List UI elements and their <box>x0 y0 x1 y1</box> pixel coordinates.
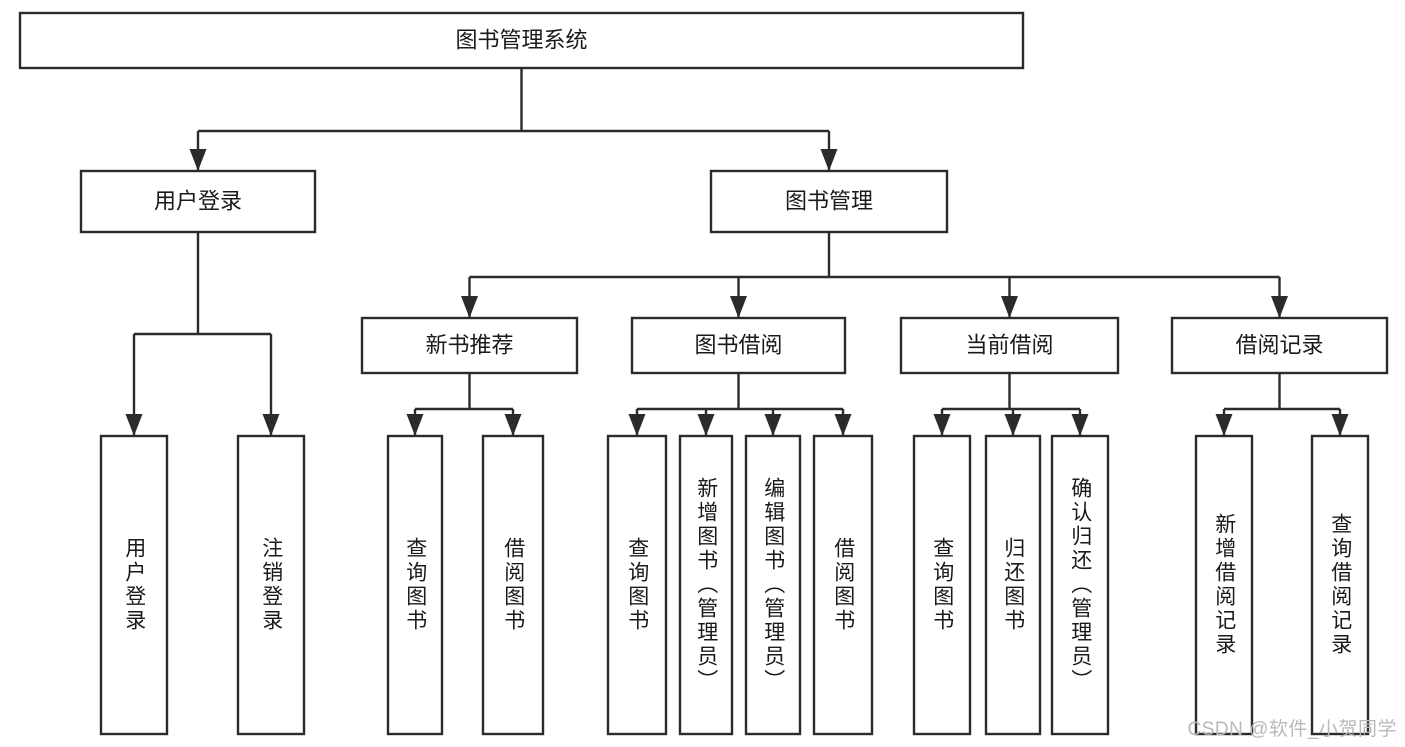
node-box-leaf-12[interactable] <box>1310 434 1370 736</box>
arrow-head-leaf <box>764 414 782 436</box>
arrow-head-leaf <box>1071 414 1089 436</box>
node-box-leaf-3[interactable] <box>481 434 545 736</box>
node-box-level3-1[interactable] <box>630 316 847 375</box>
node-box-leaf-11[interactable] <box>1194 434 1254 736</box>
connector-layer <box>125 68 1349 436</box>
node-box-leaf-1[interactable] <box>236 434 306 736</box>
node-box-leaf-9[interactable] <box>984 434 1042 736</box>
arrow-head-leaf <box>262 414 280 436</box>
node-label-root: 图书管理系统 <box>455 27 587 52</box>
node-box-leaf-2[interactable] <box>386 434 444 736</box>
node-box-leaf-5[interactable] <box>678 434 734 736</box>
node-box-level3-2[interactable] <box>899 316 1120 375</box>
node-label-level3-3: 借阅记录 <box>1235 332 1323 357</box>
arrow-head-leaf <box>1331 414 1349 436</box>
arrow-head-level2 <box>820 149 838 171</box>
node-label-level2-0: 用户登录 <box>154 188 242 213</box>
arrow-head-level3 <box>730 296 747 318</box>
node-label-level2-1: 图书管理 <box>785 188 873 213</box>
node-box-level2-1[interactable] <box>709 169 949 234</box>
arrow-head-level3 <box>1271 296 1288 318</box>
node-box-leaf-0[interactable] <box>99 434 169 736</box>
arrow-head-leaf <box>406 414 424 436</box>
node-box-level3-3[interactable] <box>1170 316 1389 375</box>
node-box-leaf-8[interactable] <box>912 434 972 736</box>
node-label-level3-0: 新书推荐 <box>425 332 513 357</box>
arrow-head-level3 <box>461 296 478 318</box>
arrow-head-leaf <box>933 414 951 436</box>
arrow-head-leaf <box>1215 414 1233 436</box>
node-box-layer <box>18 11 1389 736</box>
node-box-root[interactable] <box>18 11 1025 70</box>
node-label-level3-1: 图书借阅 <box>694 332 782 357</box>
node-box-leaf-7[interactable] <box>812 434 874 736</box>
arrow-head-leaf <box>504 414 522 436</box>
arrow-head-leaf <box>834 414 852 436</box>
node-box-level2-0[interactable] <box>79 169 317 234</box>
arrow-head-level2 <box>189 149 207 171</box>
arrow-head-leaf <box>697 414 715 436</box>
node-box-leaf-4[interactable] <box>606 434 668 736</box>
arrow-head-leaf <box>628 414 646 436</box>
node-box-level3-0[interactable] <box>360 316 579 375</box>
node-label-level3-2: 当前借阅 <box>965 332 1053 357</box>
node-box-leaf-10[interactable] <box>1050 434 1110 736</box>
node-box-leaf-6[interactable] <box>744 434 802 736</box>
arrow-head-leaf <box>125 414 143 436</box>
arrow-head-level3 <box>1001 296 1018 318</box>
arrow-head-leaf <box>1004 414 1022 436</box>
